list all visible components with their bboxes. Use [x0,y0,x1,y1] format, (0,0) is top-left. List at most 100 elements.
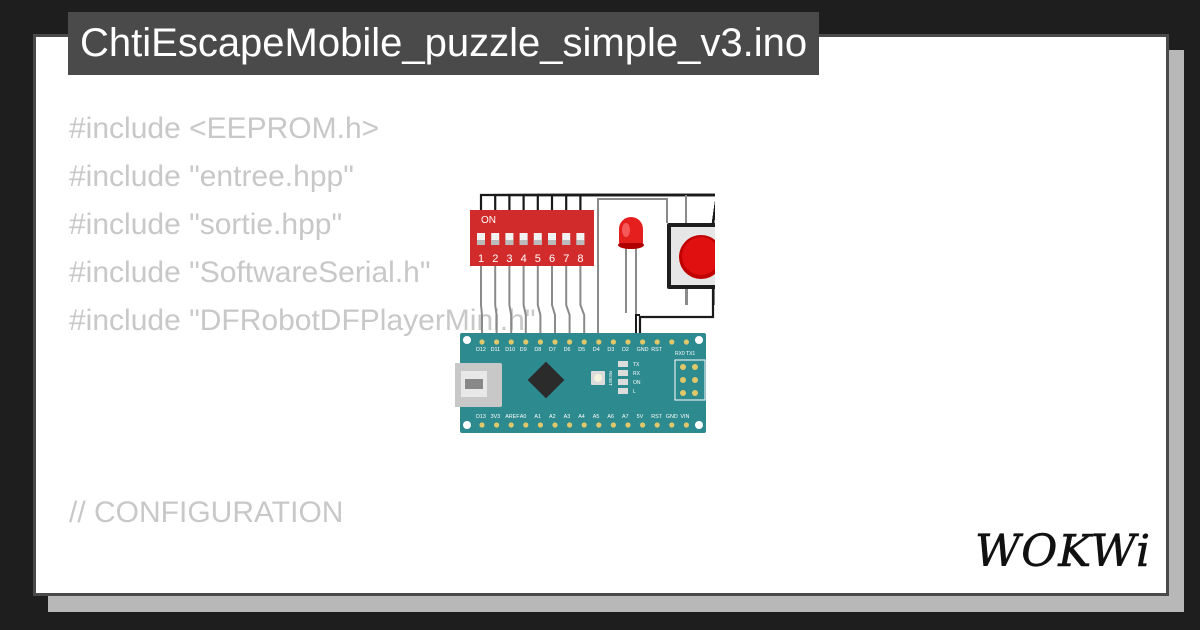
dip-lever [505,233,514,245]
nano-pin [669,339,675,345]
wire [494,266,498,340]
dip-lever [519,233,528,245]
icsp-pin [680,390,686,396]
dip-lever [533,233,542,245]
dip-number: 3 [506,253,512,265]
nano-pin [508,339,514,345]
dip-lever-knob [576,240,585,245]
nano-pin [508,422,514,428]
nano-pin-label: D6 [564,347,571,353]
nano-pin [479,339,485,345]
dip-lever-knob [533,240,542,245]
nano-led [618,361,628,367]
nano-pin-label: A6 [607,414,614,420]
nano-pin [581,422,587,428]
nano-pin-label: VIN [680,414,689,420]
code-listing: #include <EEPROM.h> #include "entree.hpp… [69,105,926,593]
icsp-pin [692,377,698,383]
wire [522,266,527,340]
push-button[interactable] [667,195,715,305]
nano-pin-label: D10 [505,347,515,353]
icsp-pin [692,390,698,396]
nano-pin [567,422,573,428]
nano-pin-label: 3V3 [491,414,501,420]
wire [579,266,586,340]
nano-pin [610,339,616,345]
dip-lever [562,233,571,245]
nano-led [618,388,628,394]
project-title: ChtiEscapeMobile_puzzle_simple_v3.ino [68,12,820,75]
dip-on-label: ON [481,215,496,226]
dip-lever-knob [491,240,500,245]
nano-pin [625,339,631,345]
icsp-pin [680,377,686,383]
nano-pin-label: D11 [491,347,501,353]
nano-pin [654,422,660,428]
nano-pin-label: D13 [476,414,486,420]
dip-lever [548,233,556,245]
nano-pin-label: D5 [578,347,585,353]
wokwi-logo: WOKWi [975,526,1150,578]
nano-pin-label: RST [651,347,662,353]
nano-rx-tx-label: RX0 TX1 [675,351,695,357]
wire [565,266,571,340]
dip-lever-knob [505,240,514,245]
dip-lever [491,233,500,245]
nano-pin-label: A2 [549,414,556,420]
nano-pin [479,422,485,428]
nano-pin [537,422,543,428]
code-line [69,537,926,585]
wire [536,266,542,340]
dip-lever-knob [548,240,556,245]
nano-pin [625,422,631,428]
nano-pin-label: D4 [593,347,600,353]
wire [579,193,715,224]
dip-number: 7 [563,253,569,265]
dip-lever [576,233,585,245]
nano-pin [523,422,529,428]
nano-pin-label: A7 [622,414,629,420]
nano-pin-label: A5 [593,414,600,420]
code-line: SoftwareSerial Serial(3,4,0,44); // pin … [69,585,926,593]
dip-number: 1 [478,253,484,265]
nano-led-label: L [633,389,636,395]
nano-pin [669,422,675,428]
nano-pin [523,339,529,345]
code-line: #include "DFRobotDFPlayerMini.h" [69,304,536,337]
nano-pin-label: A3 [564,414,571,420]
dip-lever-knob [562,240,571,245]
nano-pin [683,422,689,428]
nano-pin [552,422,558,428]
nano-pin [596,339,602,345]
code-line [69,441,926,489]
nano-pin [581,339,587,345]
nano-pin-label: RST [651,414,662,420]
dip-number: 4 [521,253,527,265]
nano-pin-label: D7 [549,347,556,353]
nano-pin [640,422,646,428]
nano-led-label: ON [633,380,641,386]
code-line: #include "sortie.hpp" [69,208,343,241]
nano-pin [654,339,660,345]
nano-pin [494,422,500,428]
nano-led-label: RX [633,371,641,377]
reset-label: RESET [608,371,613,386]
nano-pin-label: 5V [637,414,644,420]
dip-number: 6 [549,253,555,265]
wire [480,266,483,340]
dip-lever-knob [477,240,485,245]
wire [551,266,556,340]
code-line: #include "entree.hpp" [69,160,354,193]
nano-pin [537,339,543,345]
nano-pin-label: A1 [534,414,541,420]
nano-pin-label: A4 [578,414,585,420]
dip-number: 2 [492,253,498,265]
nano-pin-label: D9 [520,347,527,353]
code-line: // CONFIGURATION [69,496,344,529]
nano-pin-label: D12 [476,347,486,353]
code-line: #include <EEPROM.h> [69,112,380,145]
dip-number: 5 [535,253,541,265]
dip-lever [477,233,485,245]
